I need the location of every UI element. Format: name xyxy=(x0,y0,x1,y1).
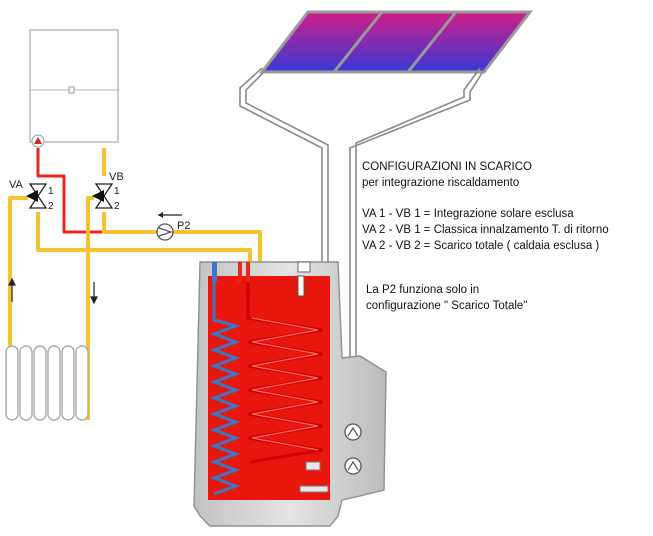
solar-collectors xyxy=(258,10,534,74)
valve-vb-port-2: 2 xyxy=(114,201,120,212)
solar-panel-3 xyxy=(404,10,534,74)
valve-va-label: VA xyxy=(9,179,24,191)
flow-arrows xyxy=(8,277,98,305)
valve-vb xyxy=(92,183,114,209)
pump-note-line-2: configurazione " Scarico Totale" xyxy=(366,300,528,312)
storage-tank xyxy=(193,261,387,527)
config-line-2: VA 2 - VB 1 = Classica innalzamento T. d… xyxy=(362,224,609,236)
notes-title: CONFIGURAZIONI IN SCARICO xyxy=(362,161,532,173)
pump-p2-label: P2 xyxy=(177,220,190,232)
valve-va-port-2: 2 xyxy=(48,201,54,212)
pump-note-line-1: La P2 funziona solo in xyxy=(366,284,480,296)
solar-coil xyxy=(209,282,241,496)
valve-vb-port-1: 1 xyxy=(114,186,120,197)
boiler xyxy=(29,29,119,148)
valve-vb-label: VB xyxy=(109,171,124,183)
tank-sensor xyxy=(297,275,305,297)
radiator xyxy=(5,345,89,421)
solar-pump-group xyxy=(344,423,362,475)
config-line-3: VA 2 - VB 2 = Scarico totale ( caldaia e… xyxy=(362,240,600,252)
notes-subtitle: per integrazione riscaldamento xyxy=(362,177,520,189)
config-line-1: VA 1 - VB 1 = Integrazione solare esclus… xyxy=(362,208,574,220)
valve-va-port-1: 1 xyxy=(48,186,54,197)
heating-pipes xyxy=(8,148,262,420)
valve-va xyxy=(26,183,48,209)
pump-p2 xyxy=(156,212,182,241)
